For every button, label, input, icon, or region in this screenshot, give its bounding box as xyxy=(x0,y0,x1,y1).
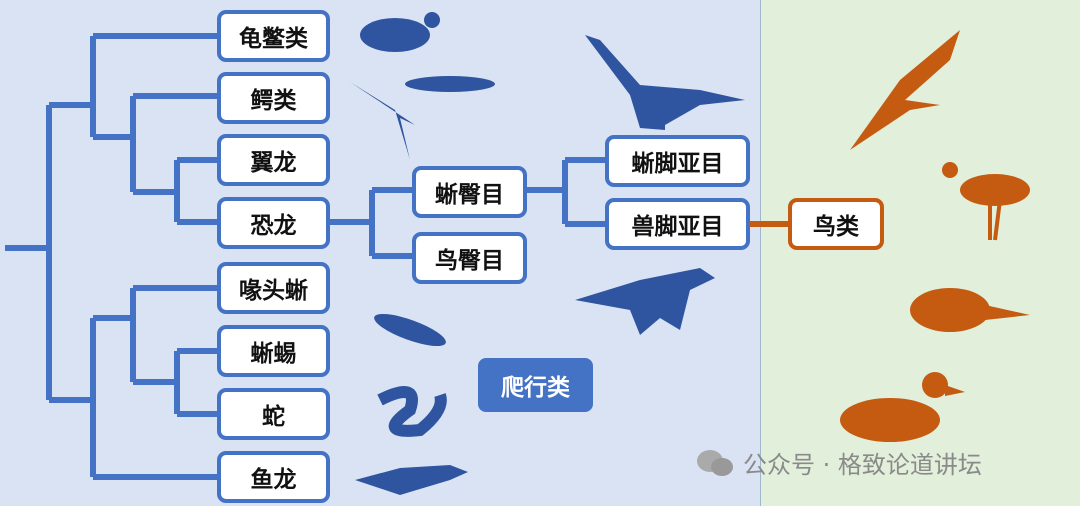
node-tuatara: 喙头蜥 xyxy=(217,262,330,314)
wechat-icon xyxy=(697,449,733,476)
node-ichthyosaurs: 鱼龙 xyxy=(217,451,330,503)
turtle-icon xyxy=(360,18,430,52)
node-turtles: 龟鳖类 xyxy=(217,10,330,62)
node-sauropoda: 蜥脚亚目 xyxy=(605,135,750,187)
songbird-icon xyxy=(910,288,990,332)
node-ornithischia: 鸟臀目 xyxy=(412,232,527,284)
crane-icon xyxy=(850,30,960,150)
reptile-silhouettes xyxy=(350,12,745,495)
pterosaur-icon xyxy=(350,82,415,160)
node-snakes: 蛇 xyxy=(217,388,330,440)
reptile-group-label: 爬行类 xyxy=(478,358,593,412)
node-birds: 鸟类 xyxy=(788,198,884,250)
snake-icon xyxy=(377,386,447,437)
crocodile-icon xyxy=(405,76,495,92)
lizard-icon xyxy=(374,313,446,347)
watermark-text: 公众号 · 格致论道讲坛 xyxy=(743,451,982,479)
ibis-icon xyxy=(960,174,1030,206)
duck-icon xyxy=(840,398,940,442)
node-crocodiles: 鳄类 xyxy=(217,72,330,124)
node-dinosaurs: 恐龙 xyxy=(217,197,330,249)
watermark: 公众号 · 格致论道讲坛 xyxy=(695,445,982,480)
node-pterosaurs: 翼龙 xyxy=(217,134,330,186)
node-lizards: 蜥蜴 xyxy=(217,325,330,377)
bird-silhouettes xyxy=(840,30,1030,442)
ichthyosaur-icon xyxy=(355,465,468,495)
node-theropoda: 兽脚亚目 xyxy=(605,198,750,250)
node-saurischia: 蜥臀目 xyxy=(412,166,527,218)
sauropod-icon xyxy=(585,35,745,130)
theropod-icon xyxy=(575,268,715,335)
